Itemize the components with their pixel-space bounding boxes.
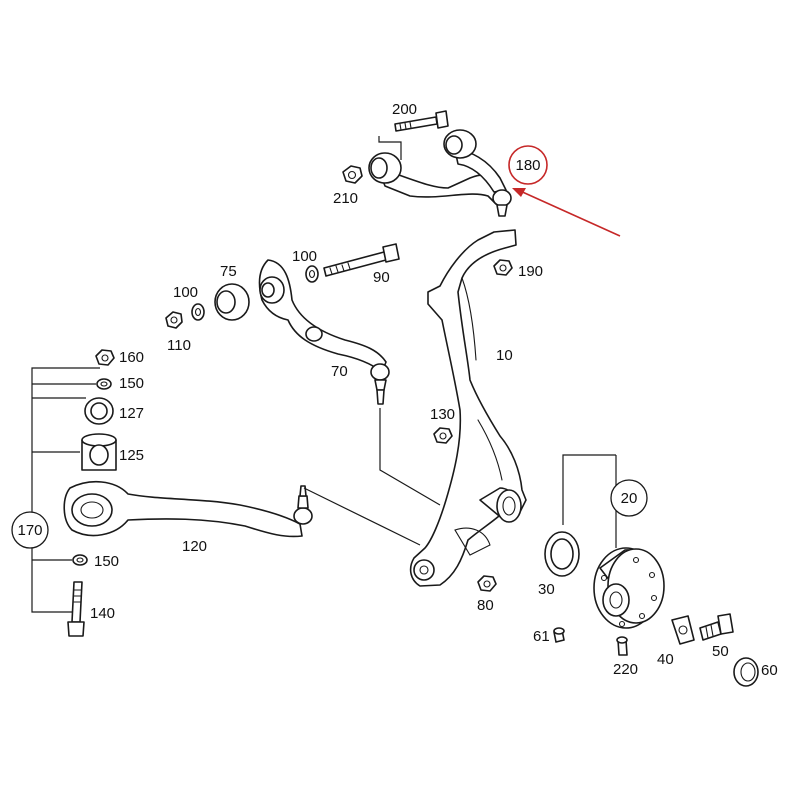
label-125[interactable]: 125 xyxy=(119,447,144,464)
nut-80 xyxy=(477,575,497,592)
nut-210 xyxy=(342,165,363,184)
washer-150-lower xyxy=(72,554,88,566)
wheel-hub-20 xyxy=(593,547,665,629)
label-40[interactable]: 40 xyxy=(657,651,674,668)
label-90[interactable]: 90 xyxy=(373,269,390,286)
lower-control-arm-70 xyxy=(258,259,390,405)
label-20: 20 xyxy=(621,490,638,507)
label-160[interactable]: 160 xyxy=(119,349,144,366)
label-100-upper[interactable]: 100 xyxy=(292,248,317,265)
label-220[interactable]: 220 xyxy=(613,661,638,678)
nut-190 xyxy=(493,259,513,276)
steering-knuckle-10 xyxy=(409,229,527,587)
label-210[interactable]: 210 xyxy=(333,190,358,207)
label-61[interactable]: 61 xyxy=(533,628,550,645)
callout-170[interactable]: 170 xyxy=(11,511,49,549)
label-110[interactable]: 110 xyxy=(167,337,191,354)
label-10[interactable]: 10 xyxy=(496,347,513,364)
label-180: 180 xyxy=(515,157,540,174)
label-70[interactable]: 70 xyxy=(331,363,348,380)
bushing-127 xyxy=(84,397,114,425)
label-190[interactable]: 190 xyxy=(518,263,543,280)
label-30[interactable]: 30 xyxy=(538,581,555,598)
label-120[interactable]: 120 xyxy=(182,538,207,555)
dust-cap-60 xyxy=(733,657,759,687)
nut-110 xyxy=(165,311,183,329)
label-50[interactable]: 50 xyxy=(712,643,729,660)
label-80[interactable]: 80 xyxy=(477,597,494,614)
label-75[interactable]: 75 xyxy=(220,263,237,280)
callout-circle-170 xyxy=(11,511,49,549)
tension-strut-120 xyxy=(63,480,313,538)
bolt-90 xyxy=(323,243,400,277)
bushing-125 xyxy=(81,433,117,471)
label-100-left[interactable]: 100 xyxy=(173,284,198,301)
bolt-200 xyxy=(394,110,449,132)
highlight-arrow xyxy=(512,188,621,237)
highlight-circle-180 xyxy=(508,145,548,185)
bushing-75 xyxy=(214,283,250,321)
bolt-61 xyxy=(553,627,565,643)
label-130[interactable]: 130 xyxy=(430,406,455,423)
seal-30 xyxy=(544,531,580,577)
leader-lines xyxy=(31,136,617,613)
label-60[interactable]: 60 xyxy=(761,662,778,679)
nut-130 xyxy=(433,427,453,444)
nut-160 xyxy=(95,349,115,366)
callout-20[interactable]: 20 xyxy=(610,479,648,517)
upper-control-arm xyxy=(368,129,512,217)
label-150-upper[interactable]: 150 xyxy=(119,375,144,392)
label-127[interactable]: 127 xyxy=(119,405,144,422)
label-140[interactable]: 140 xyxy=(90,605,115,622)
bolt-50 xyxy=(699,613,734,641)
bolt-140 xyxy=(67,581,85,637)
washer-100-left xyxy=(191,303,205,321)
label-170: 170 xyxy=(17,522,42,539)
callout-circle-20 xyxy=(610,479,648,517)
label-200[interactable]: 200 xyxy=(392,101,417,118)
screw-220 xyxy=(616,636,628,656)
clamp-nut-40 xyxy=(671,615,695,645)
washer-150-upper xyxy=(96,378,112,390)
callout-180[interactable]: 180 xyxy=(508,145,548,185)
washer-100-right xyxy=(305,265,319,283)
label-150-lower[interactable]: 150 xyxy=(94,553,119,570)
